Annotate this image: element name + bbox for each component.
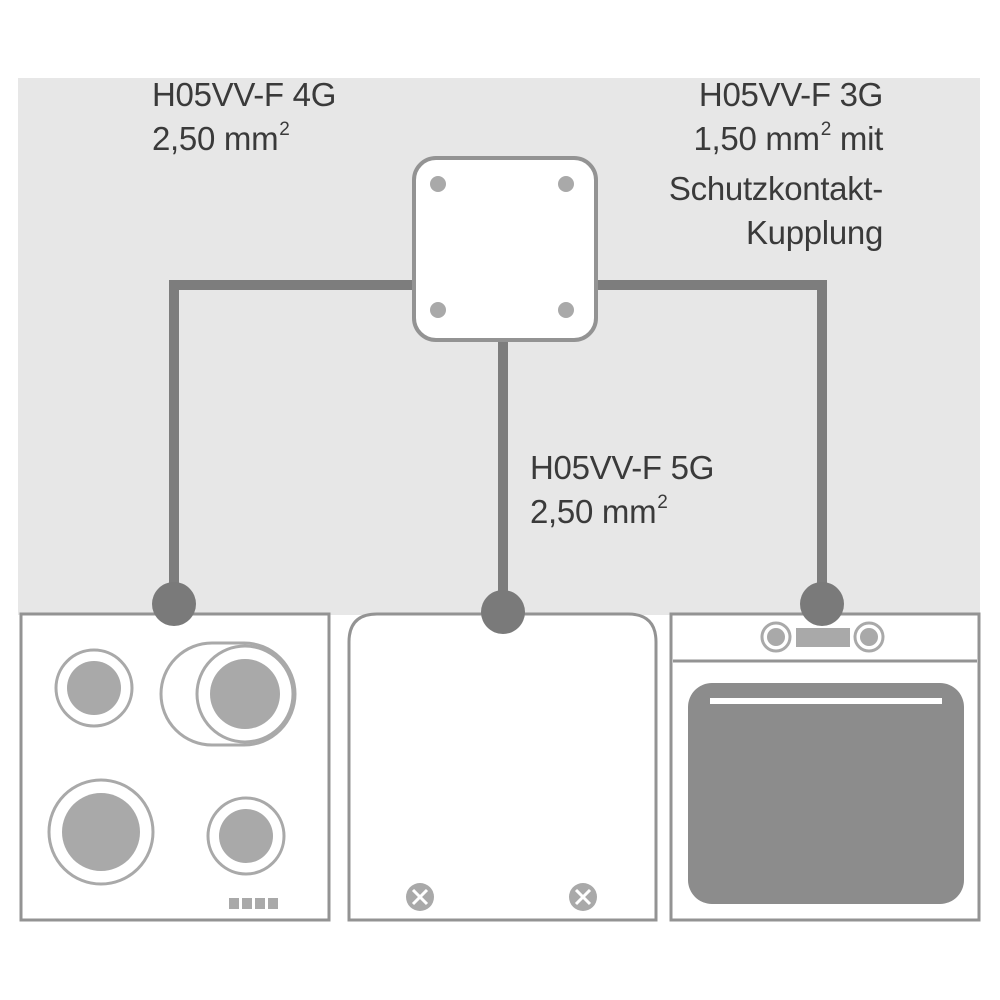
oven-icon (669, 612, 981, 922)
oven-display (796, 628, 850, 647)
cooktop-icon (19, 612, 331, 922)
label-middle-cable: H05VV-F 5G 2,50 mm2 (530, 446, 714, 540)
hob-controls (229, 898, 278, 909)
right-cable-type: H05VV-F 3G (698, 76, 883, 113)
dishwasher-icon (347, 612, 658, 922)
label-left-cable: H05VV-F 4G 2,50 mm2 (152, 73, 336, 167)
screw-icon (406, 883, 434, 911)
cable-to-oven (596, 280, 827, 600)
cables (169, 280, 827, 605)
right-cable-line4: Kupplung (745, 214, 883, 251)
oven-knob-icon (760, 621, 792, 653)
left-cable-section: 2,50 mm2 (152, 119, 290, 157)
left-cable-type: H05VV-F 4G (152, 76, 337, 113)
right-cable-section: 1,50 mm2 mit (693, 119, 883, 157)
cable-to-hob (169, 280, 414, 600)
oven-window (688, 683, 964, 904)
connector-dot-dishwasher (481, 590, 525, 634)
connector-dot-hob (152, 582, 196, 626)
junction-box-icon (412, 156, 598, 342)
right-cable-line3: Schutzkontakt- (668, 170, 883, 207)
oven-handle (710, 698, 942, 704)
connector-dot-oven (800, 582, 844, 626)
middle-cable-type: H05VV-F 5G (530, 449, 715, 486)
label-right-cable: H05VV-F 3G 1,50 mm2 mit Schutzkontakt- K… (669, 73, 883, 255)
screw-icon (569, 883, 597, 911)
oven-knob-icon (853, 621, 885, 653)
middle-cable-section: 2,50 mm2 (530, 492, 668, 530)
